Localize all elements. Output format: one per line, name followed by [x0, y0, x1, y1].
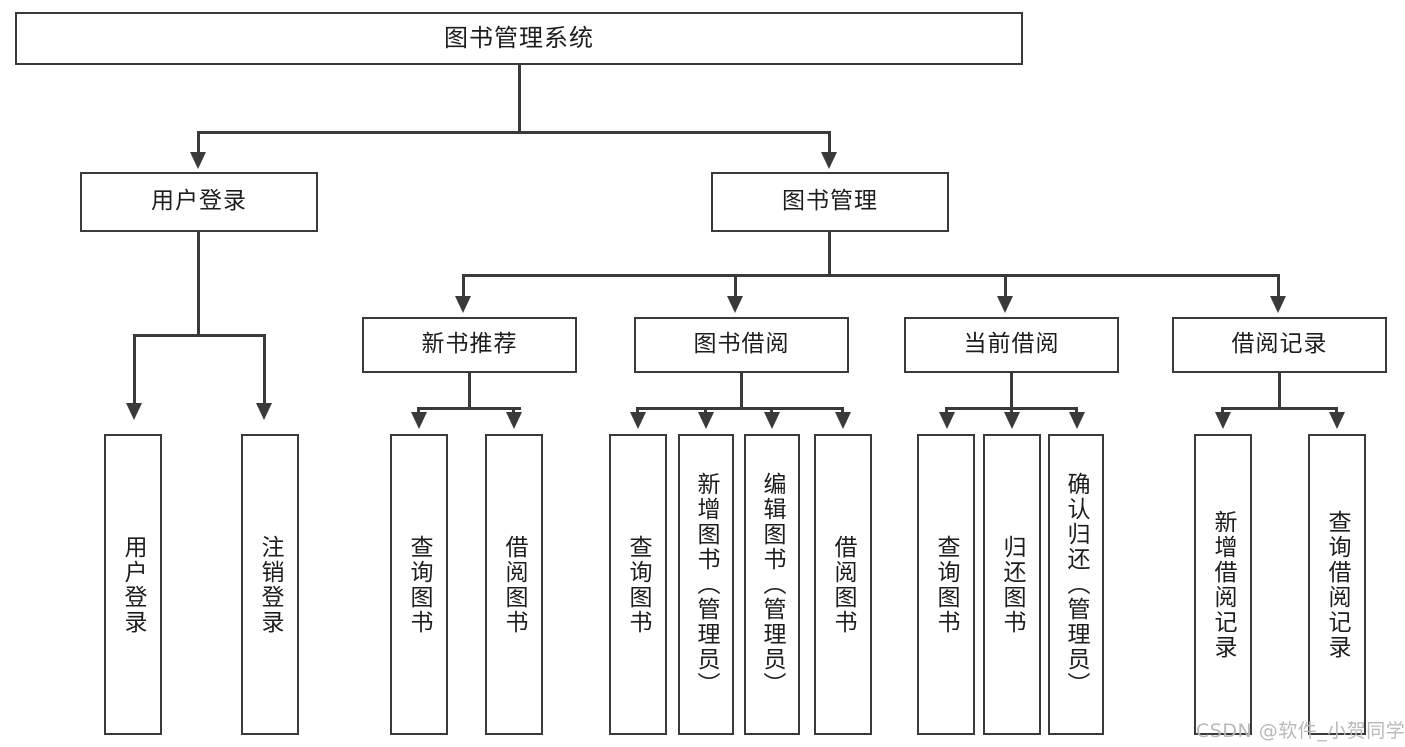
node-label: 归还图书 — [999, 534, 1026, 635]
node-leaf-add-book[interactable]: 新增图书（管理员） — [678, 434, 734, 735]
connector-user-login-distributor — [133, 334, 266, 337]
node-label: 查询图书 — [625, 534, 652, 635]
node-label: 借阅记录 — [1231, 331, 1328, 358]
connector-user-login-drop-2 — [263, 334, 266, 406]
arrow-to-current-borrow — [997, 296, 1013, 313]
node-label: 确认归还（管理员） — [1063, 472, 1090, 697]
node-label: 查询图书 — [933, 534, 960, 635]
node-label: 借阅图书 — [501, 534, 528, 635]
connector-to-current-borrow — [1004, 274, 1007, 299]
node-label: 图书管理系统 — [444, 24, 594, 53]
node-leaf-query-book-1[interactable]: 查询图书 — [390, 434, 448, 735]
connector-root-distributor — [197, 131, 831, 134]
connector-to-book-manage — [828, 131, 831, 156]
arrow-to-user-login — [190, 152, 206, 169]
connector-to-borrow-record — [1277, 274, 1280, 299]
node-leaf-edit-book[interactable]: 编辑图书（管理员） — [744, 434, 800, 735]
node-label: 新增借阅记录 — [1210, 509, 1237, 660]
arrow-leaf-return-book — [1004, 412, 1020, 429]
node-leaf-borrow-book-2[interactable]: 借阅图书 — [814, 434, 872, 735]
node-user-login[interactable]: 用户登录 — [80, 172, 318, 232]
connector-root-stem — [518, 65, 521, 133]
connector-book-manage-distributor — [462, 274, 1280, 277]
arrow-leaf-query-book-2 — [630, 412, 646, 429]
connector-borrow-record-distributor — [1221, 407, 1338, 410]
arrow-leaf-add-book — [698, 412, 714, 429]
node-leaf-borrow-book-1[interactable]: 借阅图书 — [485, 434, 543, 735]
node-leaf-query-book-2[interactable]: 查询图书 — [609, 434, 667, 735]
node-label: 用户登录 — [151, 188, 247, 215]
node-book-borrow[interactable]: 图书借阅 — [634, 317, 849, 373]
node-label: 图书管理 — [782, 188, 878, 215]
node-label: 借阅图书 — [830, 534, 857, 635]
node-label: 当前借阅 — [963, 331, 1060, 358]
node-leaf-query-record[interactable]: 查询借阅记录 — [1308, 434, 1366, 735]
node-label: 图书借阅 — [693, 331, 790, 358]
connector-to-book-borrow — [734, 274, 737, 299]
arrow-leaf-edit-book — [764, 412, 780, 429]
node-label: 查询图书 — [406, 534, 433, 635]
arrow-leaf-borrow-book-1 — [506, 412, 522, 429]
node-book-manage[interactable]: 图书管理 — [711, 172, 949, 232]
connector-new-book-recommend-distributor — [417, 407, 521, 410]
node-label: 新书推荐 — [421, 331, 518, 358]
arrow-leaf-query-book-1 — [411, 412, 427, 429]
arrow-leaf-query-record — [1329, 412, 1345, 429]
node-leaf-add-record[interactable]: 新增借阅记录 — [1194, 434, 1252, 735]
node-root-book-management-system[interactable]: 图书管理系统 — [15, 12, 1023, 65]
arrow-leaf-add-record — [1215, 412, 1231, 429]
connector-book-borrow-distributor — [636, 407, 844, 410]
node-leaf-confirm-return[interactable]: 确认归还（管理员） — [1048, 434, 1104, 735]
connector-new-book-recommend-stem — [468, 373, 471, 409]
node-label: 查询借阅记录 — [1324, 509, 1351, 660]
node-leaf-user-login[interactable]: 用户登录 — [104, 434, 162, 735]
arrow-leaf-query-book-3 — [939, 412, 955, 429]
node-label: 注销登录 — [257, 534, 284, 635]
node-label: 用户登录 — [120, 534, 147, 635]
arrow-leaf-confirm-return — [1069, 412, 1085, 429]
connector-to-user-login — [197, 131, 200, 156]
arrow-leaf-logout — [256, 403, 272, 420]
connector-book-borrow-stem — [740, 373, 743, 409]
node-leaf-query-book-3[interactable]: 查询图书 — [917, 434, 975, 735]
connector-user-login-stem — [197, 232, 200, 336]
connector-current-borrow-stem — [1010, 373, 1013, 409]
node-label: 编辑图书（管理员） — [759, 472, 786, 697]
connector-book-manage-stem — [828, 232, 831, 276]
arrow-leaf-user-login — [126, 403, 142, 420]
connector-user-login-drop-1 — [133, 334, 136, 406]
arrow-to-new-book-recommend — [455, 296, 471, 313]
connector-borrow-record-stem — [1278, 373, 1281, 409]
node-current-borrow[interactable]: 当前借阅 — [904, 317, 1119, 373]
node-leaf-return-book[interactable]: 归还图书 — [983, 434, 1041, 735]
node-leaf-logout[interactable]: 注销登录 — [241, 434, 299, 735]
arrow-to-borrow-record — [1270, 296, 1286, 313]
arrow-to-book-borrow — [727, 296, 743, 313]
node-borrow-record[interactable]: 借阅记录 — [1172, 317, 1387, 373]
connector-to-new-book-recommend — [462, 274, 465, 299]
csdn-watermark: CSDN @软件_小贺同学 — [1196, 720, 1405, 742]
arrow-leaf-borrow-book-2 — [835, 412, 851, 429]
node-label: 新增图书（管理员） — [693, 472, 720, 697]
arrow-to-book-manage — [821, 152, 837, 169]
node-new-book-recommend[interactable]: 新书推荐 — [362, 317, 577, 373]
